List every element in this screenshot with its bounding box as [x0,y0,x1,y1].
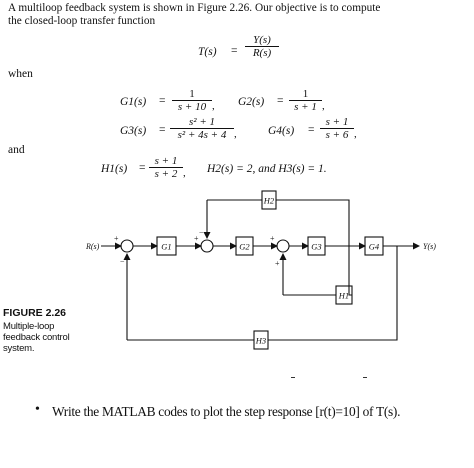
sj2-plus-sign: + [194,234,199,243]
tf-equals: = [231,45,238,57]
g3-equals: = [159,124,166,136]
g1-denominator: s + 10 [177,101,207,113]
fraction-bar [289,100,322,101]
block-g2 [235,236,254,256]
g4-equals: = [308,124,315,136]
output-label: Y(s) [423,242,436,251]
block-h3 [253,330,269,350]
h1-punct: , [183,167,186,179]
tf-numerator: Y(s) [253,34,271,46]
h1-numerator: s + 1 [154,155,178,167]
g3-denominator: s² + 4s + 4 [177,129,227,141]
h1-fraction: s + 1 s + 2 [149,155,183,180]
block-g3 [307,236,326,256]
block-h1-label: H1 [338,291,349,301]
bullet-icon: • [35,402,40,417]
g4-punct: , [354,128,357,140]
block-g3-label: G3 [311,242,321,252]
block-h3-label: H3 [255,336,266,346]
h1-denominator: s + 2 [154,168,178,180]
block-g4-label: G4 [369,242,380,252]
g2-punct: , [322,100,325,112]
sj1-plus-sign: + [114,234,119,243]
tf-denominator: R(s) [252,47,272,59]
g1-fraction: 1 s + 10 [172,88,212,113]
block-g4 [364,236,384,256]
g2-equals: = [277,95,284,107]
intro-line-1: A multiloop feedback system is shown in … [8,2,381,14]
summing-junction-1 [120,239,134,253]
when-label: when [8,68,33,80]
fraction-bar [172,100,212,101]
fraction-bar [170,128,234,129]
g4-denominator: s + 6 [325,129,349,141]
block-g1-label: G1 [161,242,171,252]
figure-caption-line-3: system. [3,343,35,354]
sj3-plus-sign: + [270,234,275,243]
tf-fraction: Y(s) R(s) [245,34,279,59]
sj3-plus-sign-2: + [275,259,280,268]
fraction-bar [245,46,279,47]
figure-caption-title: FIGURE 2.26 [3,307,67,319]
block-h2-label: H2 [263,196,275,206]
divider-dash [363,377,367,378]
intro-line-2: the closed-loop transfer function [8,15,156,27]
summing-junction-3 [276,239,290,253]
g2-fraction: 1 s + 1 [289,88,322,113]
block-g2-label: G2 [239,242,250,252]
g1-punct: , [212,100,215,112]
g4-numerator: s + 1 [325,116,349,128]
summing-junction-2 [200,239,214,253]
h1-equals: = [139,162,146,174]
g3-fraction: s² + 1 s² + 4s + 4 [170,116,234,141]
g3-punct: , [234,128,237,140]
h2-h3-equations: H2(s) = 2, and H3(s) = 1. [207,163,327,175]
task-text: Write the MATLAB codes to plot the step … [52,404,401,419]
input-label: R(s) [85,242,100,251]
h1-lhs: H1(s) [101,163,128,175]
g3-lhs: G3(s) [120,125,147,137]
sj2-minus-sign: − [199,228,204,237]
block-h1 [335,285,353,305]
figure-caption-line-2: feedback control [3,332,70,343]
and-label: and [8,144,25,156]
block-g1 [156,236,177,256]
g2-lhs: G2(s) [238,96,265,108]
g3-numerator: s² + 1 [188,116,215,128]
sj1-minus-sign: − [120,257,125,266]
g4-fraction: s + 1 s + 6 [320,116,354,141]
g1-equals: = [159,95,166,107]
line-to-h1 [348,246,352,296]
block-h2 [261,190,277,210]
fraction-bar [320,128,354,129]
line-to-h3 [268,246,398,341]
g2-numerator: 1 [302,88,309,100]
g1-numerator: 1 [189,88,195,100]
divider-dash [291,377,295,378]
figure-caption-line-1: Multiple-loop [3,321,55,332]
g4-lhs: G4(s) [268,125,295,137]
line-to-h2 [276,199,350,246]
fraction-bar [149,167,183,168]
g2-denominator: s + 1 [294,101,317,113]
g1-lhs: G1(s) [120,96,147,108]
tf-lhs: T(s) [198,46,217,58]
